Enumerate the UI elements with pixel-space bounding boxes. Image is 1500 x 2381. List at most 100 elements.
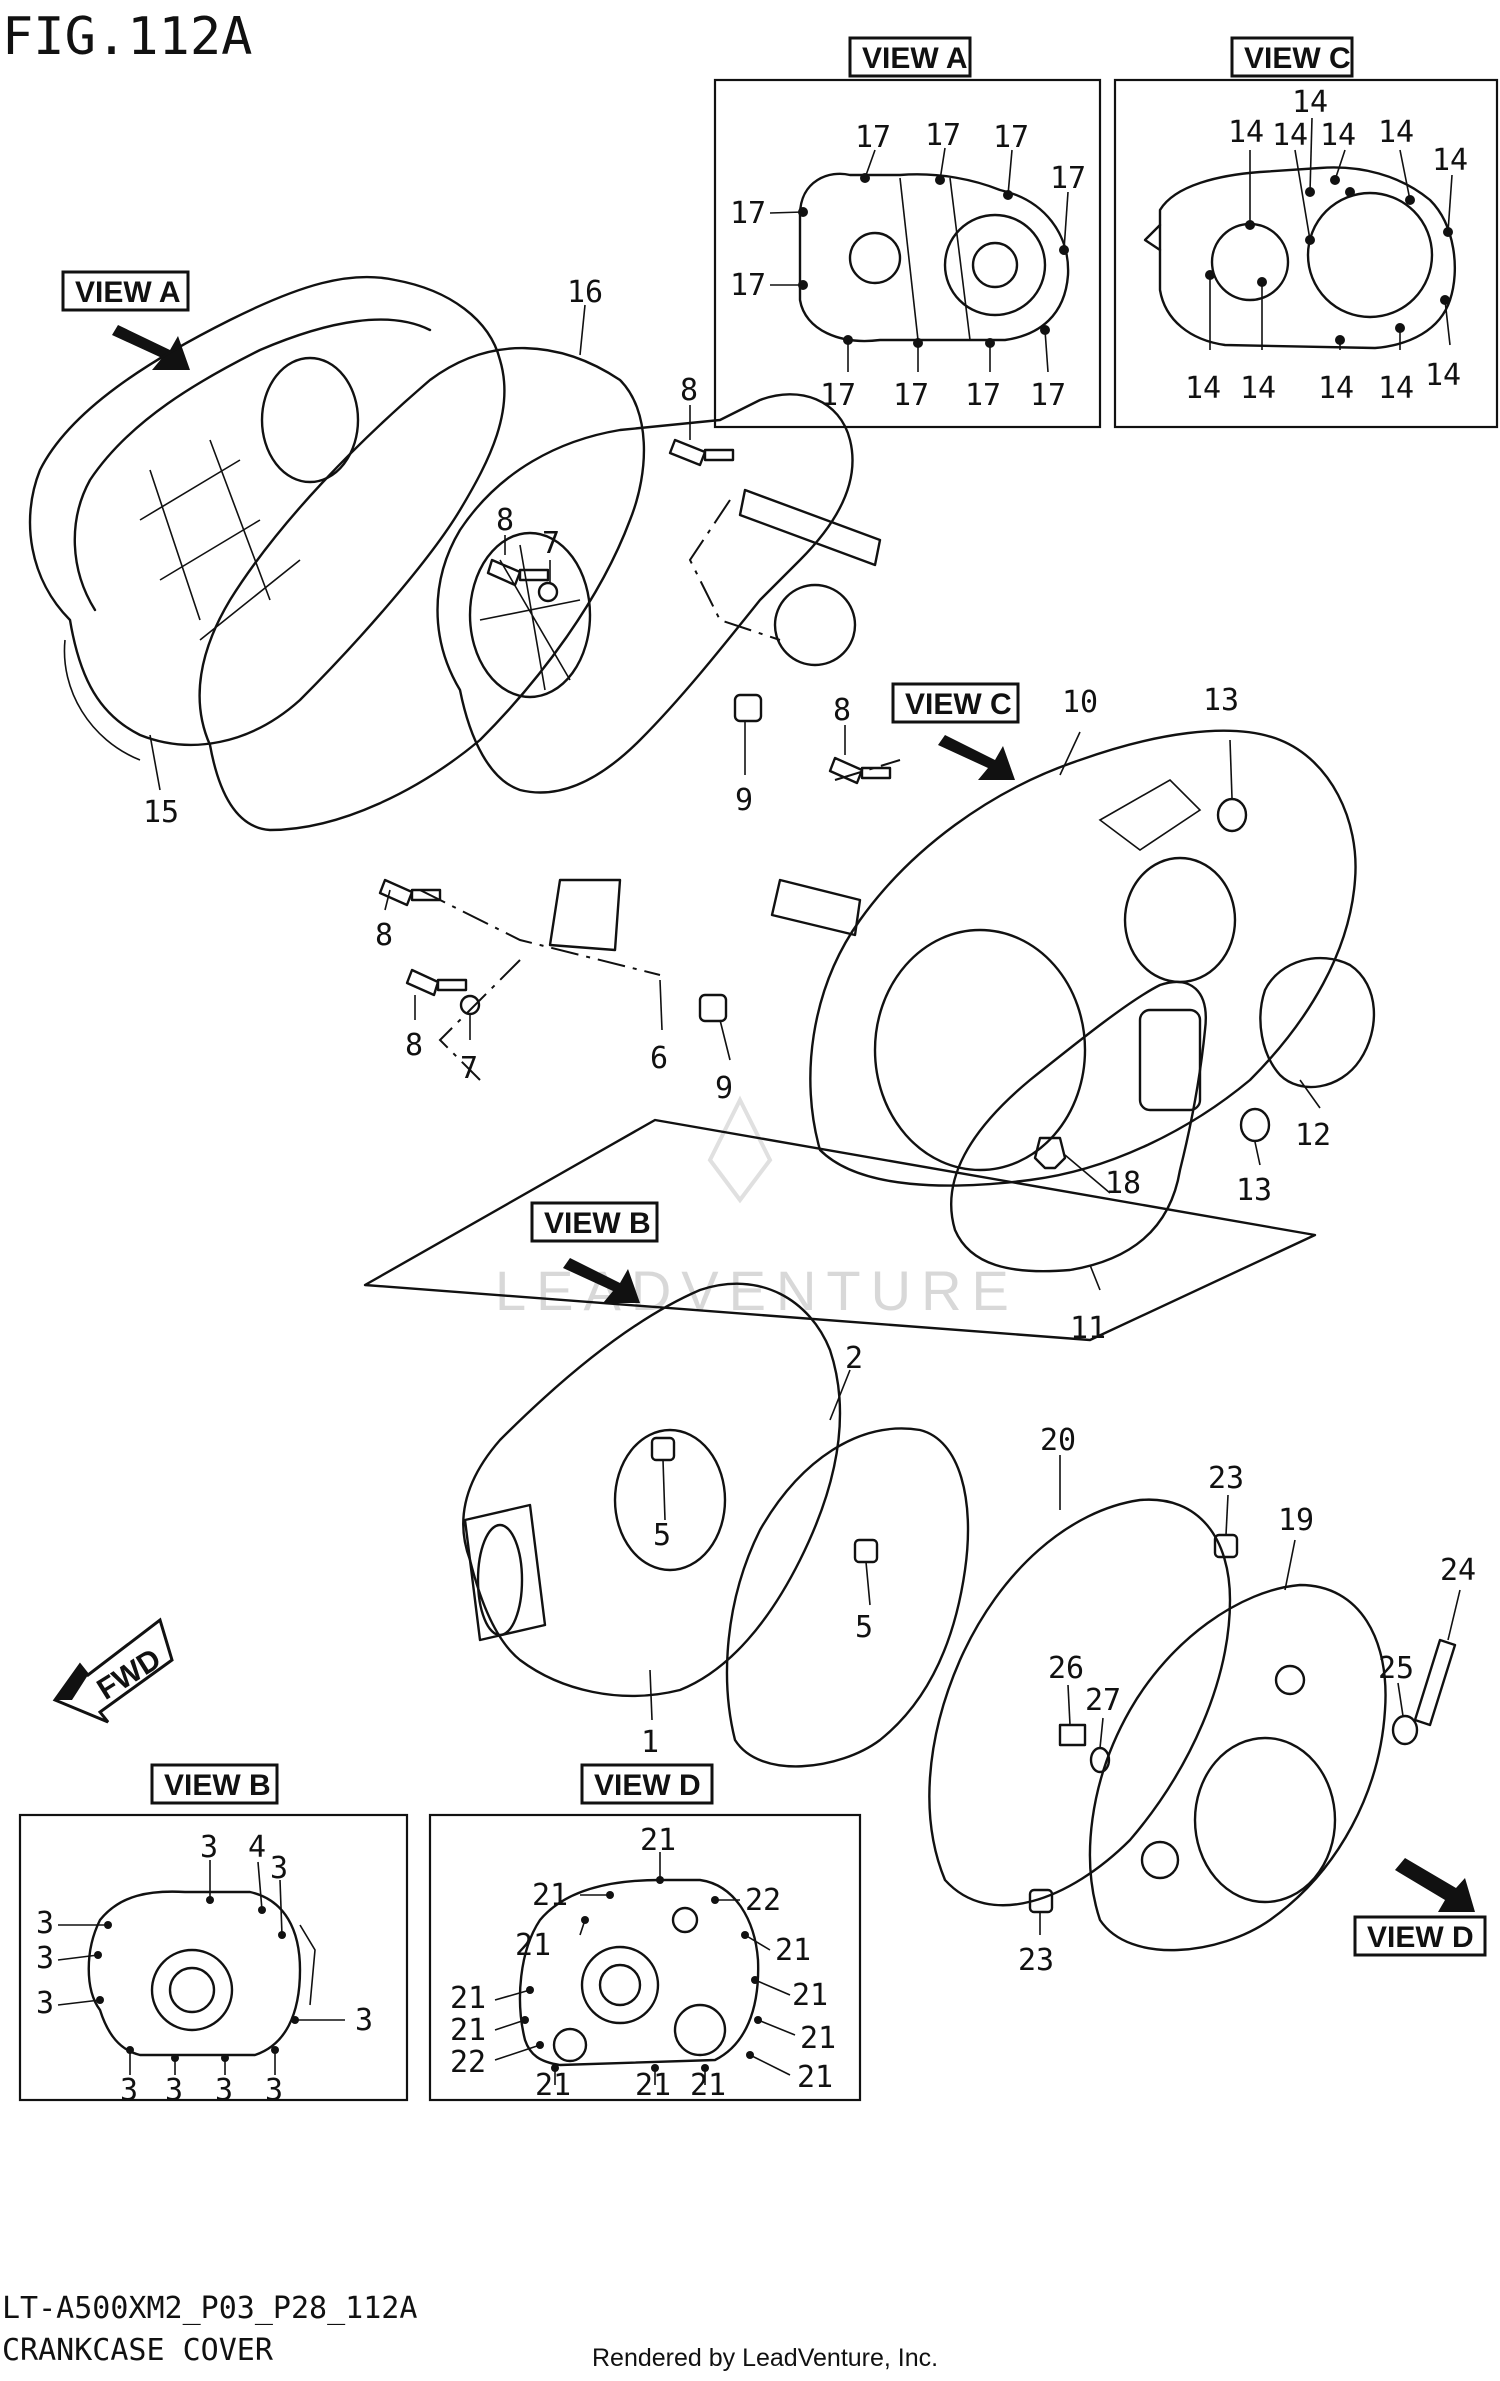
view-a-bolts bbox=[798, 173, 1069, 348]
view-b-label-10: 3 bbox=[215, 2073, 233, 2108]
view-a-label-3: 17 bbox=[993, 120, 1029, 155]
view-d-panel: VIEW D 21 21 22 21 21 21 21 2 bbox=[428, 1763, 862, 2103]
part-11-gasket bbox=[950, 980, 1207, 1273]
part-16-gasket bbox=[198, 346, 646, 832]
view-b-label-3: 3 bbox=[270, 1851, 288, 1886]
view-d-panel-tag: VIEW D bbox=[594, 1769, 701, 1802]
view-d-callout-box bbox=[1353, 1915, 1487, 1957]
view-c-label-1: 14 bbox=[1228, 115, 1264, 150]
view-a-panel: VIEW A 17 17 17 17 17 17 bbox=[713, 36, 1102, 429]
part-number-16: 16 bbox=[567, 275, 603, 310]
view-b-panel-tag: VIEW B bbox=[164, 1769, 271, 1802]
view-b-label-7: 3 bbox=[355, 2003, 373, 2038]
part-number-10: 10 bbox=[1062, 685, 1098, 720]
figure-title: FIG.112A bbox=[2, 7, 252, 67]
part-number-2: 2 bbox=[845, 1341, 863, 1376]
part-number-11: 11 bbox=[1070, 1311, 1106, 1346]
view-a-label-2: 17 bbox=[925, 118, 961, 153]
part-number-8e: 8 bbox=[405, 1028, 423, 1063]
view-c-label-4: 14 bbox=[1320, 118, 1356, 153]
part-number-20: 20 bbox=[1040, 1423, 1076, 1458]
view-c-label-11: 14 bbox=[1425, 358, 1461, 393]
part-number-12: 12 bbox=[1295, 1118, 1331, 1153]
part-number-5b: 5 bbox=[855, 1610, 873, 1645]
view-d-label-3: 22 bbox=[745, 1883, 781, 1918]
view-d-label-8: 21 bbox=[450, 2013, 486, 2048]
part-number-8b: 8 bbox=[496, 503, 514, 538]
part-number-8d: 8 bbox=[375, 918, 393, 953]
rendered-by: Rendered by LeadVenture, Inc. bbox=[592, 2344, 938, 2372]
view-a-label-5: 17 bbox=[730, 196, 766, 231]
view-c-label-8: 14 bbox=[1240, 371, 1276, 406]
part-5-dowel-b bbox=[853, 1538, 879, 1564]
part-number-9a: 9 bbox=[735, 783, 753, 818]
part-10-clutch-cover bbox=[809, 729, 1357, 1187]
view-a-label-9: 17 bbox=[965, 378, 1001, 413]
part-18-plug bbox=[1033, 1136, 1067, 1170]
part-number-26: 26 bbox=[1048, 1651, 1084, 1686]
view-c-label-2: 14 bbox=[1272, 118, 1308, 153]
cover-outline-c bbox=[1143, 166, 1456, 350]
view-c-panel-tag: VIEW C bbox=[1244, 42, 1351, 75]
view-c-arrow-icon bbox=[938, 735, 1015, 780]
view-d-label-1: 21 bbox=[640, 1823, 676, 1858]
part-23-dowel-a bbox=[1213, 1533, 1239, 1559]
view-a-callout-tag: VIEW A bbox=[75, 276, 181, 309]
part-number-7b: 7 bbox=[460, 1051, 478, 1086]
view-c-callout-tag: VIEW C bbox=[905, 688, 1012, 721]
part-2-gasket bbox=[725, 1427, 970, 1768]
view-d-label-2: 21 bbox=[532, 1878, 568, 1913]
part-number-24: 24 bbox=[1440, 1553, 1476, 1588]
part-number-23a: 23 bbox=[1208, 1461, 1244, 1496]
part-6-inner-cover bbox=[436, 393, 882, 952]
part-1-generator-cover bbox=[462, 1282, 842, 1698]
view-b-label-2: 4 bbox=[248, 1830, 266, 1865]
view-a-label-4: 17 bbox=[1050, 161, 1086, 196]
view-d-label-5: 21 bbox=[775, 1933, 811, 1968]
view-b-label-11: 3 bbox=[265, 2073, 283, 2108]
fasteners-upper bbox=[378, 438, 892, 1023]
view-c-callout-box bbox=[891, 682, 1020, 724]
view-b-arrow-icon bbox=[563, 1258, 640, 1303]
view-c-label-9: 14 bbox=[1318, 371, 1354, 406]
view-c-bolts bbox=[1205, 175, 1453, 345]
figure-code: LT-A500XM2_P03_P28_112A bbox=[2, 2291, 417, 2326]
view-b-label-5: 3 bbox=[36, 1941, 54, 1976]
view-a-label-8: 17 bbox=[893, 378, 929, 413]
part-19-cover bbox=[1088, 1583, 1387, 1952]
view-c-label-6: 14 bbox=[1432, 143, 1468, 178]
part-number-15: 15 bbox=[143, 795, 179, 830]
view-d-label-14: 21 bbox=[690, 2068, 726, 2103]
part-number-1: 1 bbox=[641, 1725, 659, 1760]
view-a-label-1: 17 bbox=[855, 120, 891, 155]
view-b-panel: VIEW B 3 4 3 3 3 3 3 3 3 3 3 bbox=[18, 1763, 409, 2108]
part-23-dowel-b bbox=[1028, 1888, 1054, 1914]
view-a-panel-tag: VIEW A bbox=[862, 42, 968, 75]
view-d-label-6: 21 bbox=[450, 1981, 486, 2016]
part-12-gasket bbox=[1259, 957, 1376, 1089]
part-13-seal-upper bbox=[1216, 797, 1248, 833]
part-24-dipstick bbox=[1413, 1638, 1457, 1727]
assembly-frame bbox=[363, 1118, 1317, 1342]
view-a-arrow-icon bbox=[112, 325, 190, 370]
view-c-panel: VIEW C 14 14 14 14 14 14 bbox=[1113, 36, 1499, 429]
view-d-label-9: 21 bbox=[800, 2021, 836, 2056]
part-number-25: 25 bbox=[1378, 1651, 1414, 1686]
part-26-bolt bbox=[1058, 1723, 1087, 1747]
part-number-23b: 23 bbox=[1018, 1943, 1054, 1978]
part-number-13b: 13 bbox=[1236, 1173, 1272, 1208]
part-number-18: 18 bbox=[1105, 1166, 1141, 1201]
part-15-outer-cover bbox=[28, 275, 506, 761]
part-number-7a: 7 bbox=[542, 526, 560, 561]
figure-name: CRANKCASE COVER bbox=[2, 2333, 274, 2368]
part-number-6: 6 bbox=[650, 1041, 668, 1076]
part-5-dowel-a bbox=[650, 1436, 676, 1462]
part-number-8c: 8 bbox=[833, 693, 851, 728]
view-c-label-10: 14 bbox=[1378, 371, 1414, 406]
view-b-label-1: 3 bbox=[200, 1830, 218, 1865]
view-c-label-5: 14 bbox=[1378, 115, 1414, 150]
view-a-label-7: 17 bbox=[820, 378, 856, 413]
part-20-gasket bbox=[928, 1498, 1232, 1907]
view-d-callout-tag: VIEW D bbox=[1367, 1921, 1474, 1954]
